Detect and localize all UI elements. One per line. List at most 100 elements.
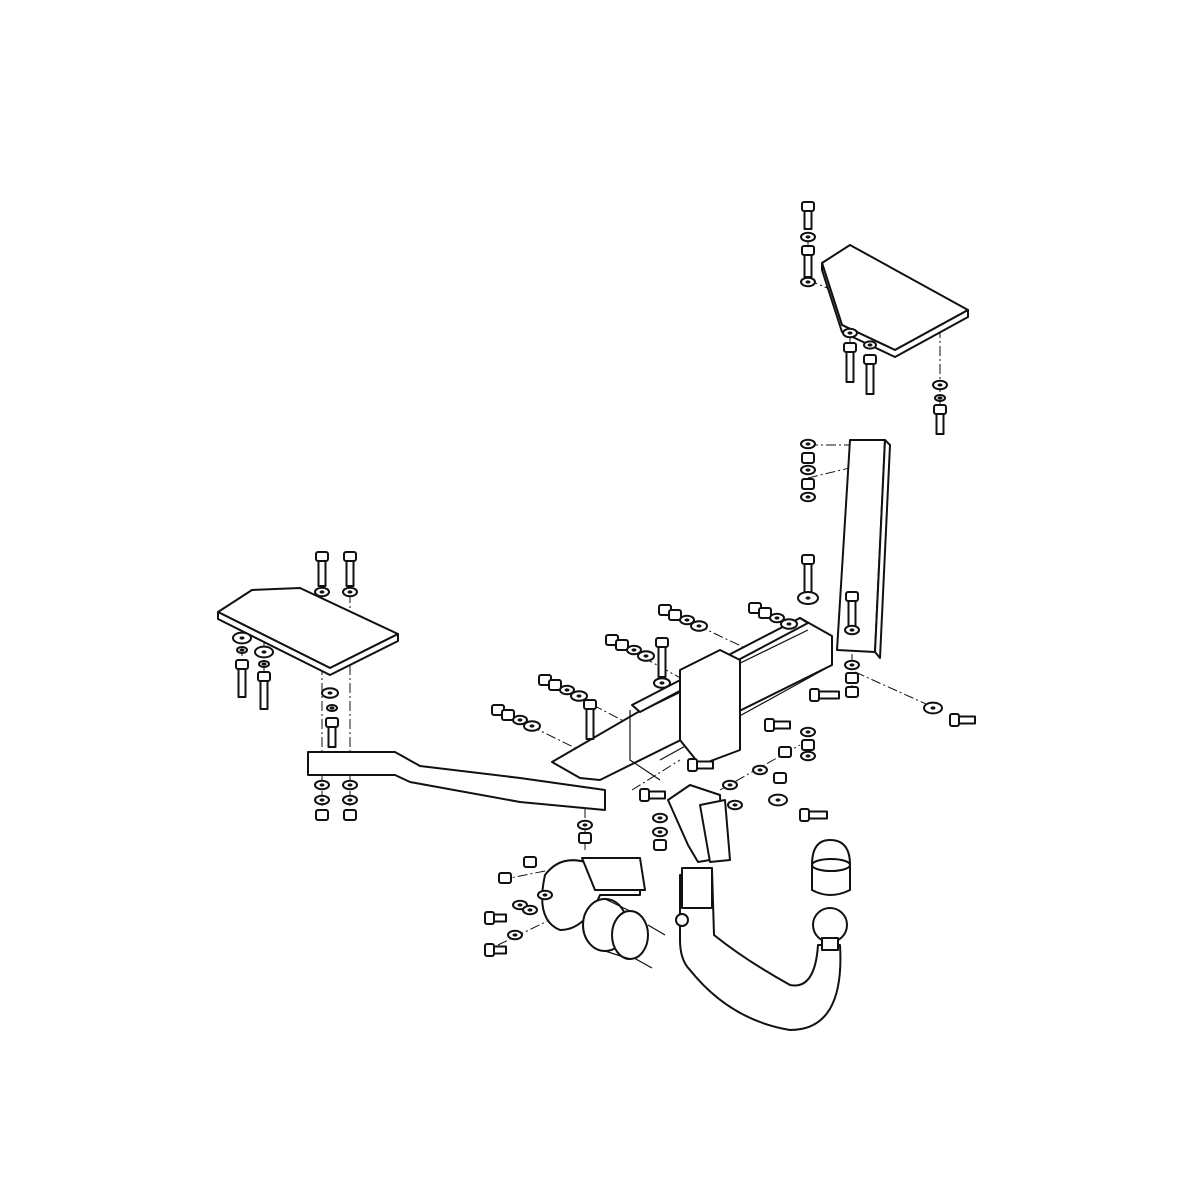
tow-ball-cap <box>811 839 851 896</box>
bolt-head <box>843 342 857 353</box>
axis-line <box>631 759 681 791</box>
washer-hole <box>239 636 245 640</box>
bolt-shank <box>585 708 595 740</box>
nut <box>578 832 592 844</box>
bolt-head <box>655 637 669 648</box>
washer-hole <box>849 663 855 667</box>
bolt-shank <box>345 560 355 587</box>
bolt-shank <box>803 563 813 595</box>
washer-hole <box>696 624 702 628</box>
washer-hole <box>805 280 811 284</box>
central-hitch-bracket <box>667 649 741 863</box>
washer-hole <box>805 235 811 239</box>
washer-hole <box>643 654 649 658</box>
washer-hole <box>576 694 582 698</box>
bolt-shank <box>259 680 269 710</box>
bolt-shank <box>317 560 327 587</box>
washer-hole <box>527 908 533 912</box>
nut <box>845 672 859 684</box>
right-upper-mounting-plate <box>821 244 969 358</box>
bolt-head <box>257 671 271 682</box>
washer-hole <box>512 933 518 937</box>
washer-hole <box>657 816 663 820</box>
bolt-shank <box>327 726 337 748</box>
bolt-shank <box>657 646 667 678</box>
washer-hole <box>727 783 733 787</box>
nut <box>758 607 772 619</box>
bolt-head <box>687 758 698 772</box>
nut <box>801 739 815 751</box>
washer-hole <box>319 590 325 594</box>
washer-hole <box>517 903 523 907</box>
bolt-shank <box>818 690 840 700</box>
washer-hole <box>542 893 548 897</box>
bolt-head <box>484 943 495 957</box>
nut <box>778 746 792 758</box>
washer-hole <box>805 442 811 446</box>
bolt-shank <box>803 210 813 230</box>
bolt-shank <box>935 413 945 435</box>
bolt-head <box>809 688 820 702</box>
axis-line <box>854 671 936 709</box>
bolt-shank <box>493 945 507 955</box>
washer-hole <box>564 688 570 692</box>
left-side-arm <box>307 751 606 811</box>
washer-hole <box>319 783 325 787</box>
washer-hole <box>805 468 811 472</box>
bolt-shank <box>237 668 247 698</box>
bolt-shank <box>773 720 791 730</box>
nut <box>548 679 562 691</box>
washer-hole <box>517 718 523 722</box>
bolt-shank <box>865 363 875 395</box>
left-upper-mounting-plate <box>217 587 399 676</box>
nut <box>653 839 667 851</box>
nut <box>315 809 329 821</box>
bolt-head <box>764 718 775 732</box>
washer-hole <box>849 628 855 632</box>
bolt-shank <box>958 715 976 725</box>
washer-hole <box>329 706 335 710</box>
nut <box>498 872 512 884</box>
bolt-head <box>801 245 815 256</box>
washer-hole <box>805 754 811 758</box>
bolt-head <box>863 354 877 365</box>
washer-hole <box>775 798 781 802</box>
tow-ball <box>812 907 848 951</box>
washer-hole <box>239 648 245 652</box>
washer-hole <box>261 650 267 654</box>
washer-hole <box>805 596 811 600</box>
washer-hole <box>327 691 333 695</box>
bolt-head <box>799 808 810 822</box>
washer-hole <box>847 331 853 335</box>
nut <box>523 856 537 868</box>
washer-hole <box>786 622 792 626</box>
nut <box>845 686 859 698</box>
fasteners <box>232 201 976 969</box>
bolt-shank <box>845 351 855 383</box>
bolt-shank <box>808 810 828 820</box>
nut <box>801 452 815 464</box>
bolt-head <box>343 551 357 562</box>
bolt-shank <box>493 913 507 923</box>
washer-hole <box>937 383 943 387</box>
bolt-head <box>315 551 329 562</box>
washer-hole <box>347 783 353 787</box>
bolt-shank <box>648 790 666 800</box>
washer-hole <box>805 495 811 499</box>
bolt-head <box>583 699 597 710</box>
washer-hole <box>757 768 763 772</box>
washer-hole <box>930 706 936 710</box>
nut <box>501 709 515 721</box>
washer-hole <box>732 803 738 807</box>
nut <box>615 639 629 651</box>
washer-hole <box>774 616 780 620</box>
washer-hole <box>937 396 943 400</box>
bolt-head <box>484 911 495 925</box>
washer-hole <box>347 590 353 594</box>
bolt-shank <box>696 760 714 770</box>
nut <box>773 772 787 784</box>
washer-hole <box>659 681 665 685</box>
nut <box>801 478 815 490</box>
